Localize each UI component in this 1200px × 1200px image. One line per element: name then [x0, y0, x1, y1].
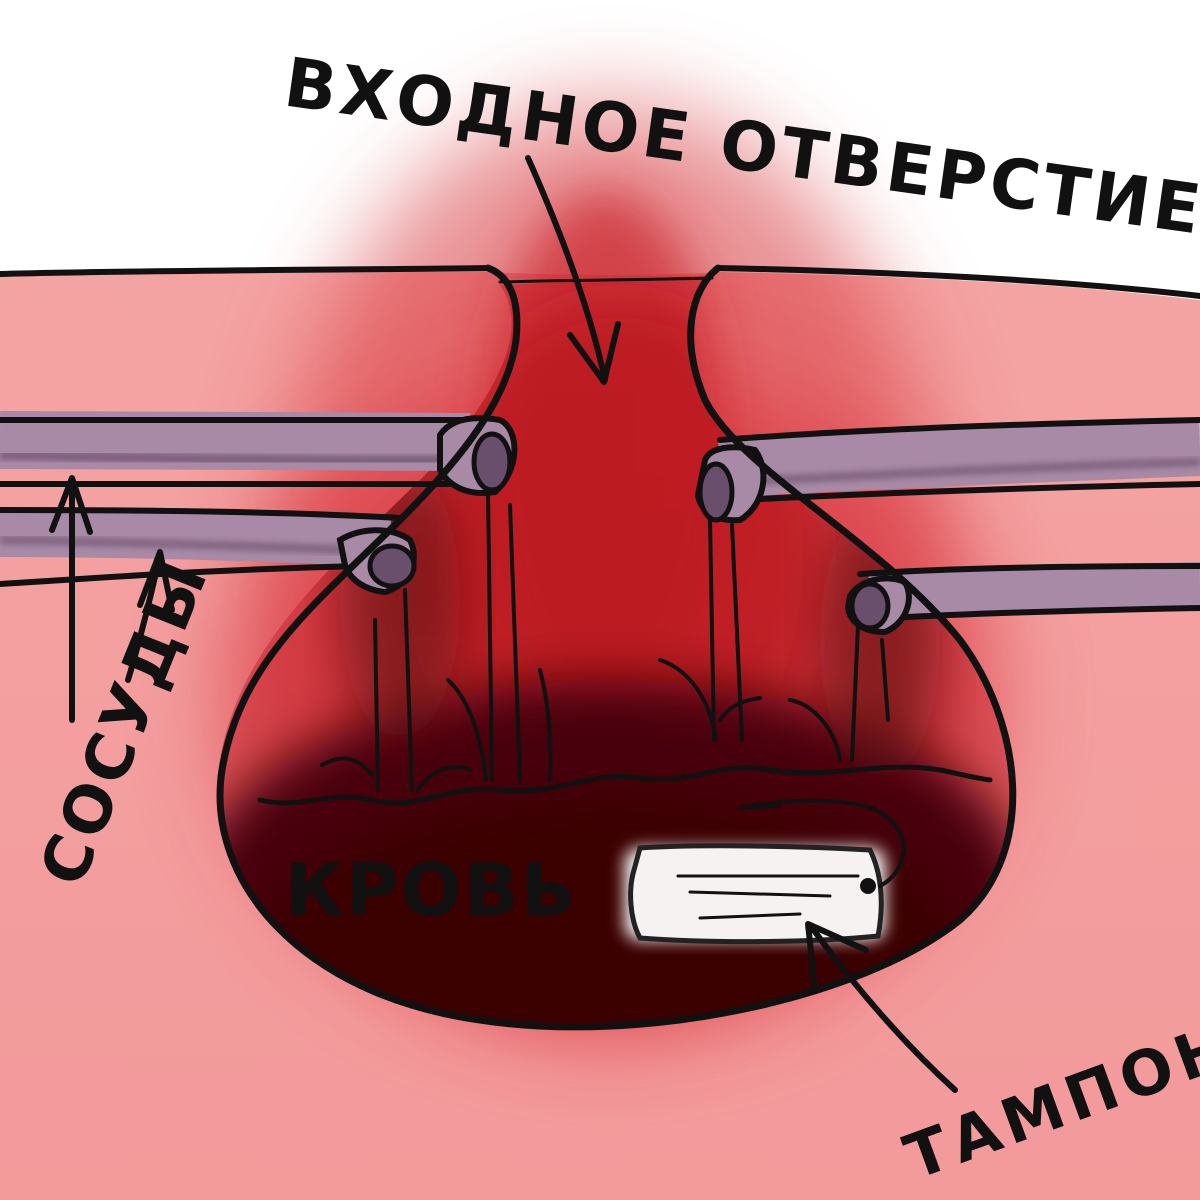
label-blood: КРОВЬ — [285, 848, 578, 932]
tampon-icon — [625, 798, 906, 945]
entrance-arrow — [525, 155, 621, 385]
skin-surface-left — [0, 265, 491, 277]
vessel-tube-icon — [336, 415, 518, 596]
wound-rim — [498, 276, 714, 284]
skin-surface-right — [715, 265, 1200, 299]
tampon-arrow — [805, 921, 958, 1093]
blood-drips — [320, 490, 890, 792]
blood-surface — [257, 764, 993, 806]
wound-pocket-outline — [216, 264, 1017, 1031]
vessel-tube-icon — [694, 444, 912, 636]
vessels-arrows — [49, 475, 175, 723]
